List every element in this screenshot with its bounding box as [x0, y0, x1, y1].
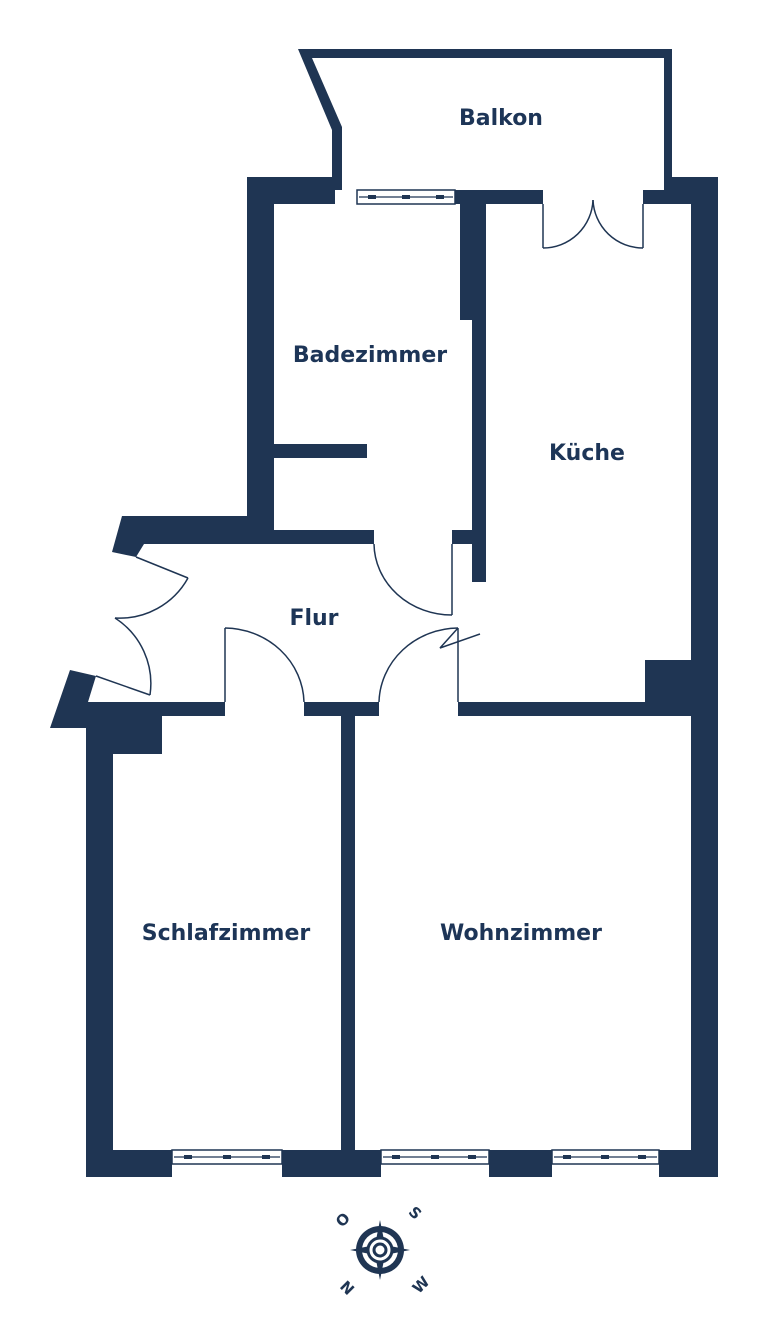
window-bathroom	[356, 189, 456, 205]
room-label-flur: Flur	[289, 606, 338, 631]
door-entrance	[95, 556, 189, 696]
compass-rose-icon: O S W N	[332, 1203, 433, 1299]
room-label-schlafzimmer: Schlafzimmer	[142, 921, 311, 946]
compass-letter-w: W	[409, 1272, 434, 1297]
window-bedroom	[171, 1149, 283, 1165]
door-bathroom	[373, 543, 453, 616]
exterior-walls	[50, 177, 718, 1177]
room-label-wohnzimmer: Wohnzimmer	[440, 921, 602, 946]
door-bedroom	[224, 627, 305, 703]
window-living-left	[380, 1149, 490, 1165]
room-label-kueche: Küche	[549, 441, 625, 466]
room-label-balkon: Balkon	[459, 106, 543, 131]
window-living-right	[551, 1149, 660, 1165]
room-label-badezimmer: Badezimmer	[293, 343, 447, 368]
balcony-outline	[298, 49, 672, 190]
door-kitchen-corridor	[378, 627, 481, 703]
compass-letter-s: S	[405, 1203, 425, 1223]
interior-walls	[88, 204, 691, 1177]
compass-letter-n: N	[336, 1277, 358, 1299]
door-kitchen-balcony	[542, 199, 644, 249]
compass-letter-o: O	[332, 1209, 354, 1231]
